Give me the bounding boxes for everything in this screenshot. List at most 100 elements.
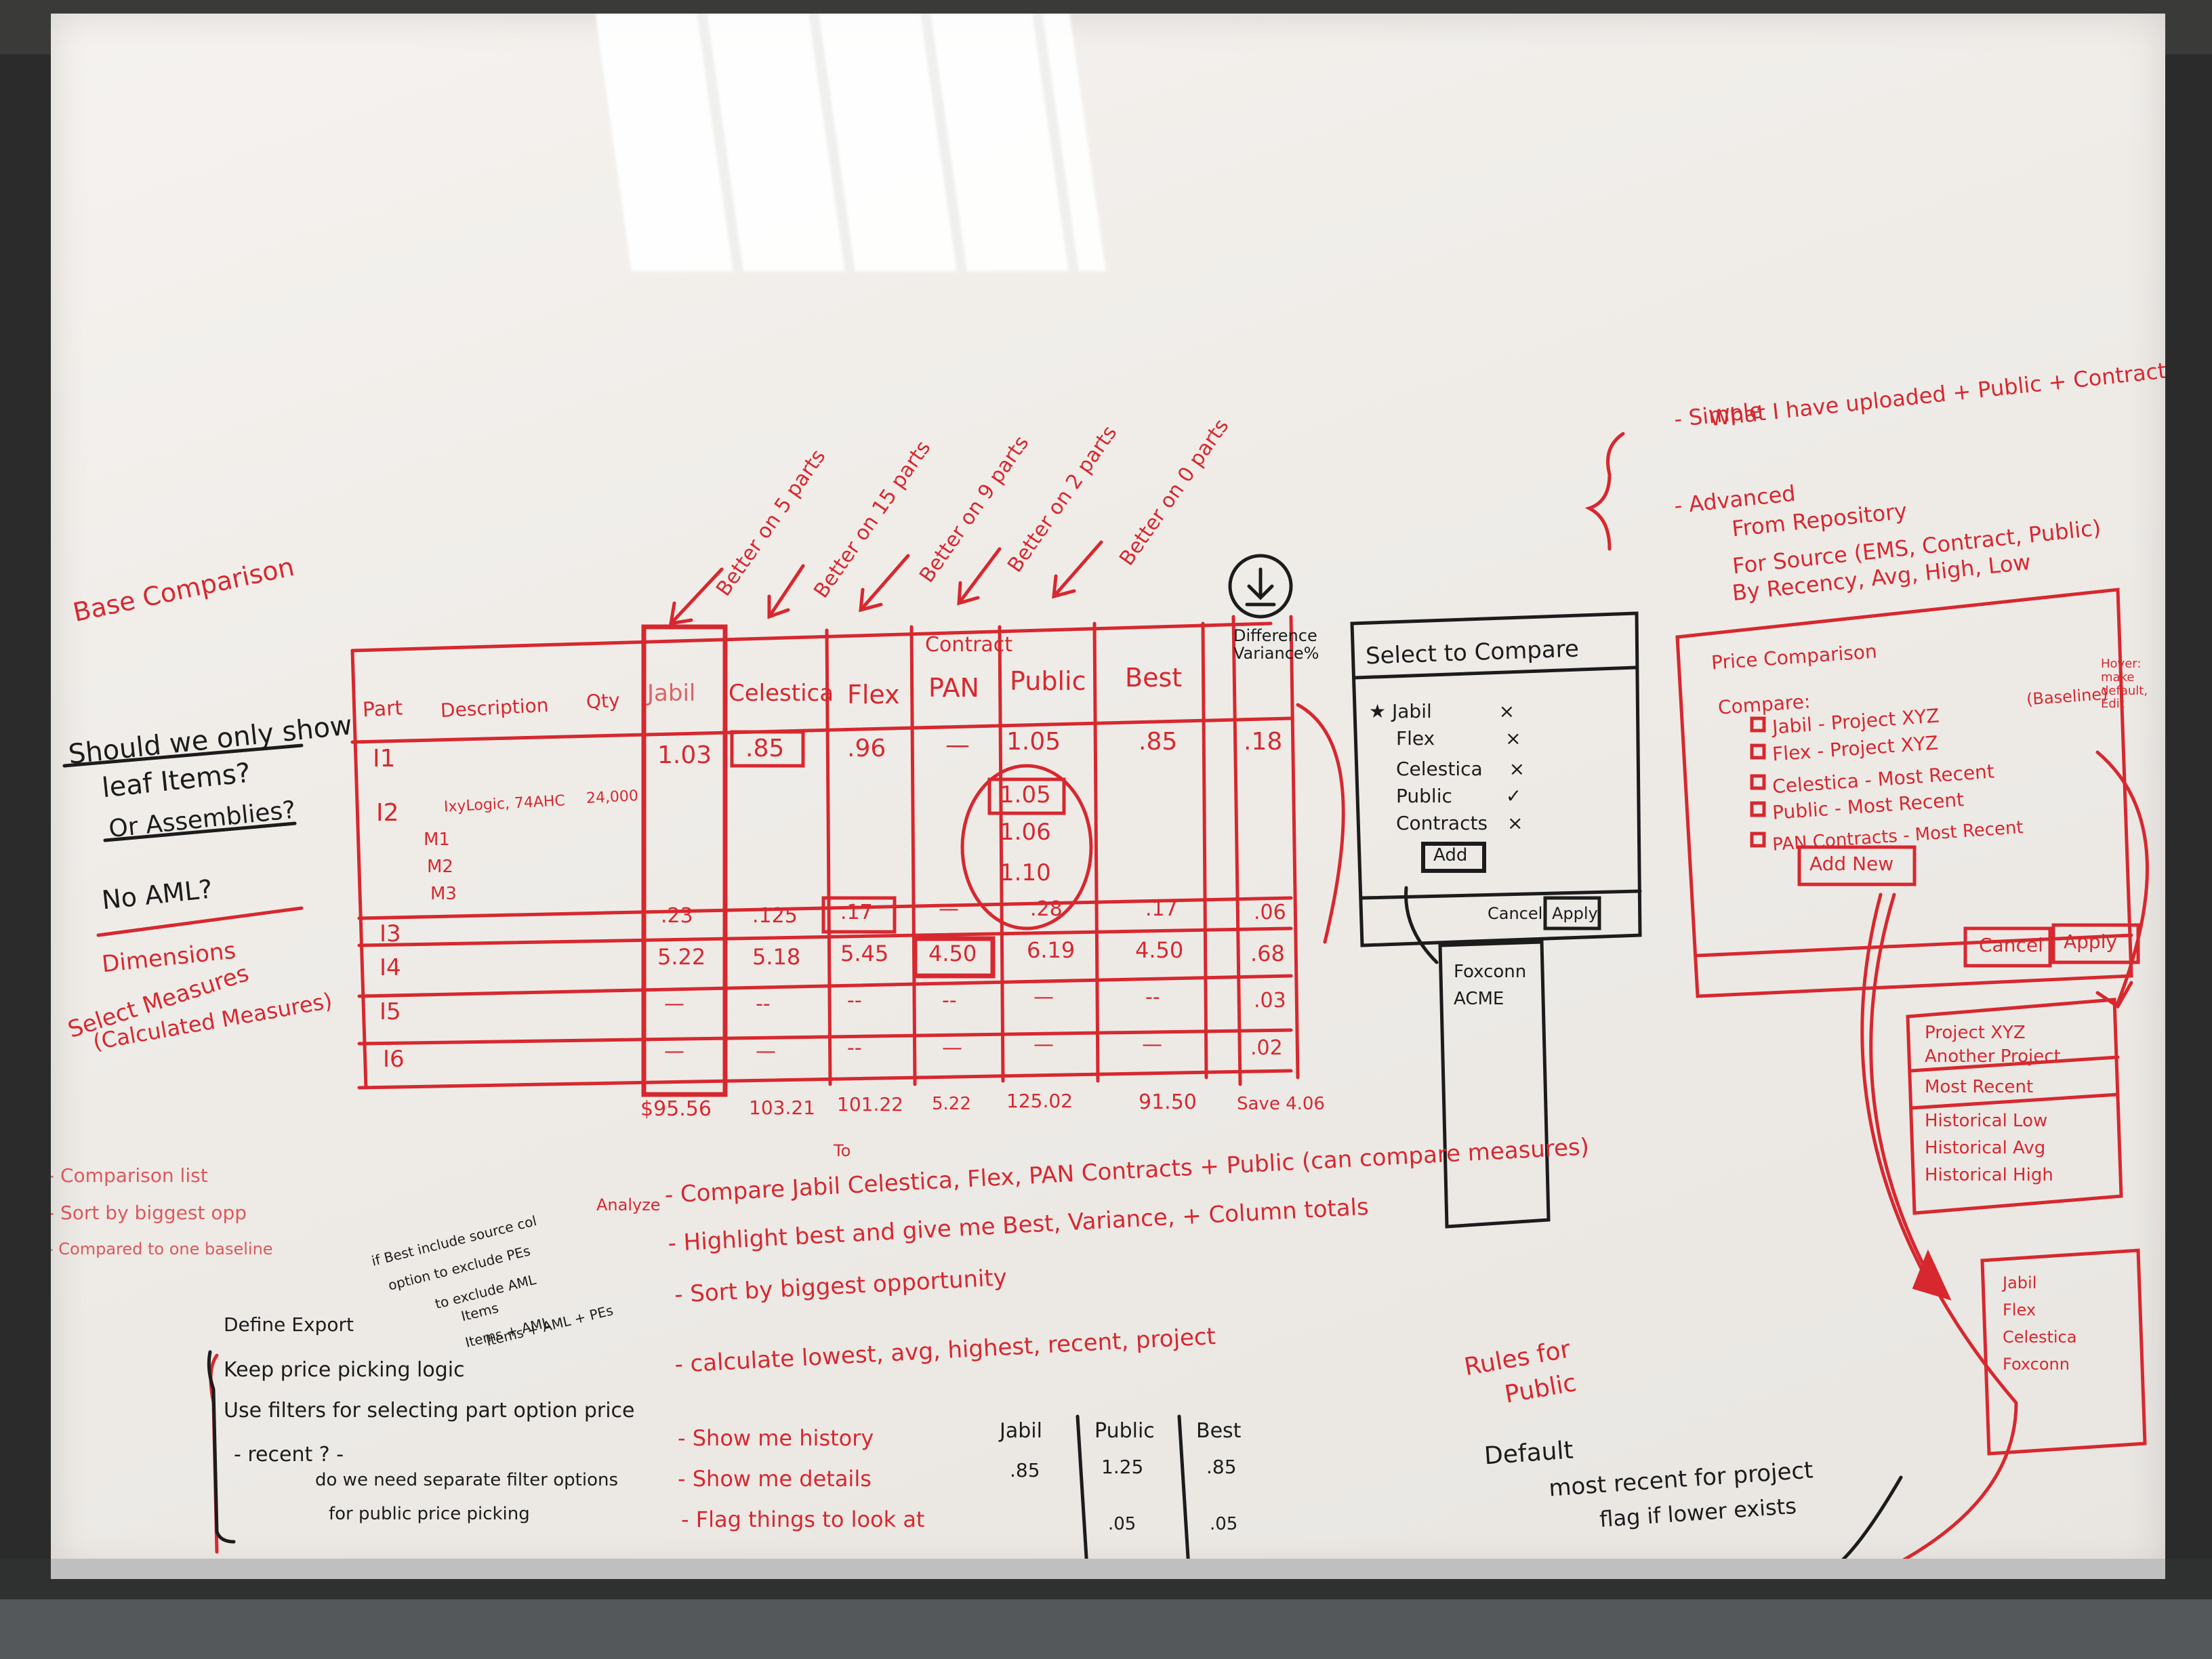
row1-variance: .18 — [1244, 728, 1283, 756]
mini-r1-public: 1.25 — [1101, 1456, 1144, 1478]
dropdown-project-xyz[interactable]: Project XYZ — [1925, 1023, 2026, 1043]
row5-jabil: — — [664, 992, 684, 1016]
total-flex: 101.22 — [837, 1093, 903, 1115]
sub-item-m3: M3 — [430, 884, 457, 904]
mini-header-public: Public — [1094, 1419, 1155, 1443]
analyze-line-history: - Show me history — [678, 1425, 874, 1451]
total-celestica: 103.21 — [749, 1097, 815, 1119]
mini-r2-best: .05 — [1210, 1514, 1238, 1534]
mini-r1-best: .85 — [1206, 1456, 1237, 1478]
list2-foxconn[interactable]: Foxconn — [2003, 1355, 2070, 1374]
row5-public: — — [1033, 985, 1054, 1009]
row5-best: -- — [1145, 985, 1160, 1009]
total-best: 91.50 — [1139, 1090, 1197, 1114]
export-line-recent: - recent ? - — [234, 1443, 344, 1467]
remove-icon: × — [1509, 758, 1525, 780]
select-item-label: Celestica — [1396, 758, 1483, 780]
row6-jabil: — — [664, 1040, 684, 1063]
price-hover-note: Hover: make default, Edit — [2101, 657, 2148, 712]
row2-history-2: 1.10 — [1000, 859, 1051, 886]
select-item-label: Flex — [1396, 727, 1435, 750]
mini-header-jabil: Jabil — [1000, 1419, 1042, 1443]
remove-icon: × — [1507, 812, 1523, 834]
floor-strip — [0, 1599, 2212, 1659]
export-label: Define Export — [224, 1313, 354, 1336]
row4-flex: 5.45 — [840, 941, 889, 966]
row6-part: I6 — [383, 1046, 405, 1073]
table-header-part: Part — [362, 696, 404, 722]
select-item-label: Contracts — [1396, 812, 1488, 834]
row1-part: I1 — [373, 745, 396, 773]
table-header-celestica: Celestica — [729, 680, 834, 707]
table-header-qty: Qty — [586, 689, 621, 714]
select-add-button[interactable]: Add — [1433, 845, 1468, 865]
dropdown-historical-low[interactable]: Historical Low — [1925, 1111, 2048, 1131]
row1-pan: — — [945, 731, 970, 759]
sub-item-m1: M1 — [424, 830, 450, 850]
row3-variance: .06 — [1254, 901, 1286, 924]
table-header-pan: PAN — [928, 673, 979, 703]
row3-jabil: .23 — [661, 904, 693, 928]
table-header-flex: Flex — [847, 680, 900, 710]
note-sort-biggest: - Sort by biggest opp — [51, 1202, 247, 1224]
total-jabil: $95.56 — [640, 1097, 712, 1121]
price-cancel-button[interactable]: Cancel — [1979, 934, 2043, 956]
row4-public: 6.19 — [1027, 937, 1076, 963]
check-icon: ✓ — [1505, 785, 1522, 807]
popup-item-acme[interactable]: ACME — [1454, 989, 1504, 1009]
dropdown-historical-avg[interactable]: Historical Avg — [1925, 1138, 2046, 1158]
row3-pan: — — [939, 897, 959, 921]
row4-best: 4.50 — [1135, 937, 1184, 963]
row6-flex: -- — [847, 1036, 862, 1060]
remove-icon: × — [1498, 700, 1515, 722]
select-item-contracts[interactable]: Contracts × — [1396, 813, 1523, 834]
popup-item-foxconn[interactable]: Foxconn — [1454, 962, 1527, 982]
row6-pan: — — [942, 1036, 962, 1060]
select-item-label: Jabil — [1392, 700, 1432, 722]
table-header-contract: Contract — [925, 633, 1013, 657]
sub-item-m2: M2 — [427, 857, 453, 877]
dropdown-most-recent[interactable]: Most Recent — [1925, 1077, 2034, 1097]
select-apply-button[interactable]: Apply — [1552, 904, 1598, 923]
select-item-celestica[interactable]: Celestica × — [1396, 758, 1525, 780]
row5-part: I5 — [380, 998, 401, 1025]
analyze-label: Analyze — [596, 1195, 661, 1214]
dropdown-historical-high[interactable]: Historical High — [1925, 1165, 2053, 1185]
analyze-line-details: - Show me details — [678, 1466, 872, 1492]
row2-public: 1.05 — [1000, 781, 1051, 808]
select-item-label: Public — [1396, 785, 1452, 807]
price-add-new-button[interactable]: Add New — [1809, 853, 1894, 875]
row4-celestica: 5.18 — [752, 944, 801, 970]
note-comparison-list: - Comparison list — [51, 1164, 208, 1187]
export-line-public: for public price picking — [329, 1504, 530, 1524]
dropdown-another-project[interactable]: Another Project — [1925, 1046, 2061, 1067]
total-variance: Save 4.06 — [1237, 1094, 1325, 1114]
total-public: 125.02 — [1006, 1090, 1073, 1112]
table-header-variance: Difference Variance% — [1233, 626, 1319, 663]
select-item-public[interactable]: Public ✓ — [1396, 785, 1522, 807]
select-cancel-button[interactable]: Cancel — [1488, 904, 1543, 923]
list2-celestica[interactable]: Celestica — [2003, 1328, 2077, 1347]
row1-jabil: 1.03 — [657, 741, 712, 769]
select-item-flex[interactable]: Flex × — [1396, 727, 1521, 750]
whiteboard-tray — [51, 1559, 2165, 1579]
total-pan: 5.22 — [932, 1094, 971, 1114]
row5-pan: -- — [942, 989, 957, 1012]
row3-celestica: .125 — [752, 904, 798, 928]
mini-header-best: Best — [1196, 1419, 1242, 1443]
row1-best: .85 — [1139, 728, 1178, 756]
row6-best: — — [1142, 1033, 1162, 1057]
export-line-keep: Keep price picking logic — [224, 1358, 465, 1382]
whiteboard: Base Comparison Should we only show leaf… — [51, 14, 2165, 1572]
row6-variance: .02 — [1250, 1036, 1283, 1060]
row6-celestica: — — [756, 1040, 776, 1063]
row2-part: I2 — [376, 799, 399, 827]
price-apply-button[interactable]: Apply — [2064, 930, 2118, 953]
row3-flex: .17 — [840, 901, 873, 924]
list2-flex[interactable]: Flex — [2003, 1300, 2036, 1319]
export-line-filters: Use filters for selecting part option pr… — [224, 1399, 635, 1422]
list2-jabil[interactable]: Jabil — [2003, 1273, 2037, 1292]
row4-jabil: 5.22 — [657, 944, 706, 970]
analyze-line-flag: - Flag things to look at — [681, 1507, 925, 1532]
select-item-jabil[interactable]: ★ Jabil × — [1369, 700, 1515, 722]
